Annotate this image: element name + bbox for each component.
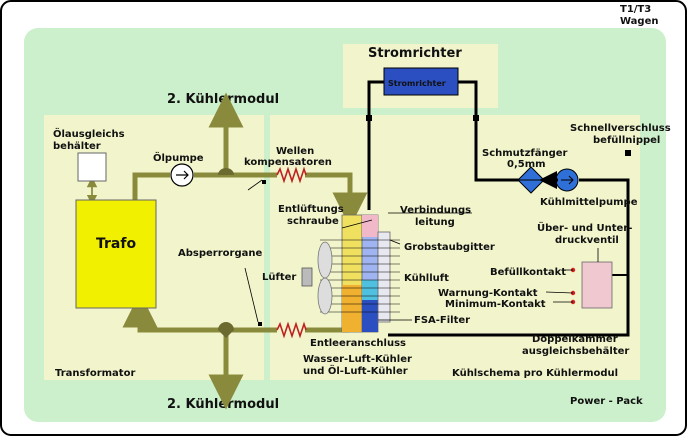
double-chamber-tank xyxy=(581,261,613,309)
warning-contact-label: Warnung-Kontakt xyxy=(438,288,538,299)
dirt-trap-label-1: Schmutzfänger xyxy=(482,148,568,159)
valve-bottom-icon xyxy=(218,322,234,338)
compensator-label-2: kompensatoren xyxy=(244,157,332,168)
shutoff-bottom-marker xyxy=(258,322,262,326)
double-chamber-label-1: Doppelkammer xyxy=(532,334,618,345)
minimum-contact-label: Minimum-Kontakt xyxy=(445,299,546,310)
oil-tank-label-2: behälter xyxy=(53,141,101,152)
quick-coupler-label-1: Schnellverschluss xyxy=(570,123,671,134)
water-junction-2 xyxy=(473,115,479,121)
absperr-pointer-bottom xyxy=(244,267,259,323)
trafo-box xyxy=(75,199,157,309)
fan-label: Lüfter xyxy=(262,272,296,283)
stromrichter-title: Stromrichter xyxy=(368,46,462,61)
oil-pump-arrow-icon xyxy=(176,170,189,180)
connection-label-1: Verbindungs xyxy=(400,205,471,216)
vent-screw-label-2: schraube xyxy=(287,216,339,227)
coolant-pump-label: Kühlmittelpumpe xyxy=(540,197,638,208)
quick-coupler-label-2: befüllnippel xyxy=(593,135,660,146)
kuehlermodul-bottom-label: 2. Kühlermodul xyxy=(167,397,279,412)
pressure-valve-label-2: druckventil xyxy=(555,235,619,246)
corner-label-line1: T1/T3 xyxy=(620,4,651,15)
water-junction-1 xyxy=(366,115,372,121)
schema-label: Kühlschema pro Kühlermodul xyxy=(452,368,618,379)
pressure-valve-label-1: Über- und Unter- xyxy=(537,220,632,234)
water-circuit xyxy=(367,80,630,337)
label-pointers xyxy=(341,212,599,321)
fan-blade-bottom-icon xyxy=(317,277,333,315)
transformer-area-label: Transformator xyxy=(55,368,135,379)
connection-label-2: leitung xyxy=(415,217,455,228)
oil-pump-label: Ölpumpe xyxy=(153,150,204,164)
oil-tank-label-1: Ölausgleichs xyxy=(53,126,125,140)
cooler-block xyxy=(341,214,391,333)
coolant-pump-arrow-icon xyxy=(561,175,574,185)
shutoff-top-marker xyxy=(262,180,266,184)
drain-label: Entleeranschluss xyxy=(310,338,406,349)
stromrichter-box-label: Stromrichter xyxy=(388,79,446,88)
trafo-label: Trafo xyxy=(96,236,136,252)
compensator-bottom-icon xyxy=(276,321,307,339)
coarse-grid-label: Grobstaubgitter xyxy=(404,242,495,253)
quick-coupler-marker xyxy=(625,150,631,156)
absperr-pointer-top xyxy=(247,179,263,191)
oil-pipe-to-cooler xyxy=(305,172,368,228)
cooler-fins xyxy=(320,239,400,313)
oil-expansion-tank xyxy=(77,152,107,182)
corner-label-line2: Wagen xyxy=(620,16,658,27)
compensator-top-icon xyxy=(276,166,307,184)
valve-top-icon xyxy=(218,168,234,175)
water-pipe-return xyxy=(388,178,630,337)
fan-blade-top-icon xyxy=(317,241,333,279)
cooling-air-label: Kühlluft xyxy=(404,273,449,284)
stromrichter-box xyxy=(383,67,459,96)
double-chamber-label-2: ausgleichsbehälter xyxy=(522,346,629,357)
dirt-trap-label-2: 0,5mm xyxy=(507,159,546,170)
oil-pipe-trafo-out xyxy=(132,172,170,200)
shutoff-label: Absperrorgane xyxy=(178,248,262,259)
fsa-filter-label: FSA-Filter xyxy=(414,315,470,326)
cooler-label-1: Wasser-Luft-Kühler xyxy=(303,354,412,365)
fan-hub xyxy=(301,267,313,287)
water-pipe-from-stromrichter xyxy=(458,80,520,182)
vent-screw-label-1: Entlüftungs xyxy=(278,204,344,215)
water-pipe-to-stromrichter xyxy=(367,80,384,210)
compensator-label-1: Wellen xyxy=(276,146,314,157)
power-pack-label: Power - Pack xyxy=(570,396,643,407)
cooler-label-2: und Öl-Luft-Kühler xyxy=(303,363,408,377)
kuehlermodul-top-label: 2. Kühlermodul xyxy=(167,92,279,107)
fill-contact-label: Befüllkontakt xyxy=(490,267,566,278)
